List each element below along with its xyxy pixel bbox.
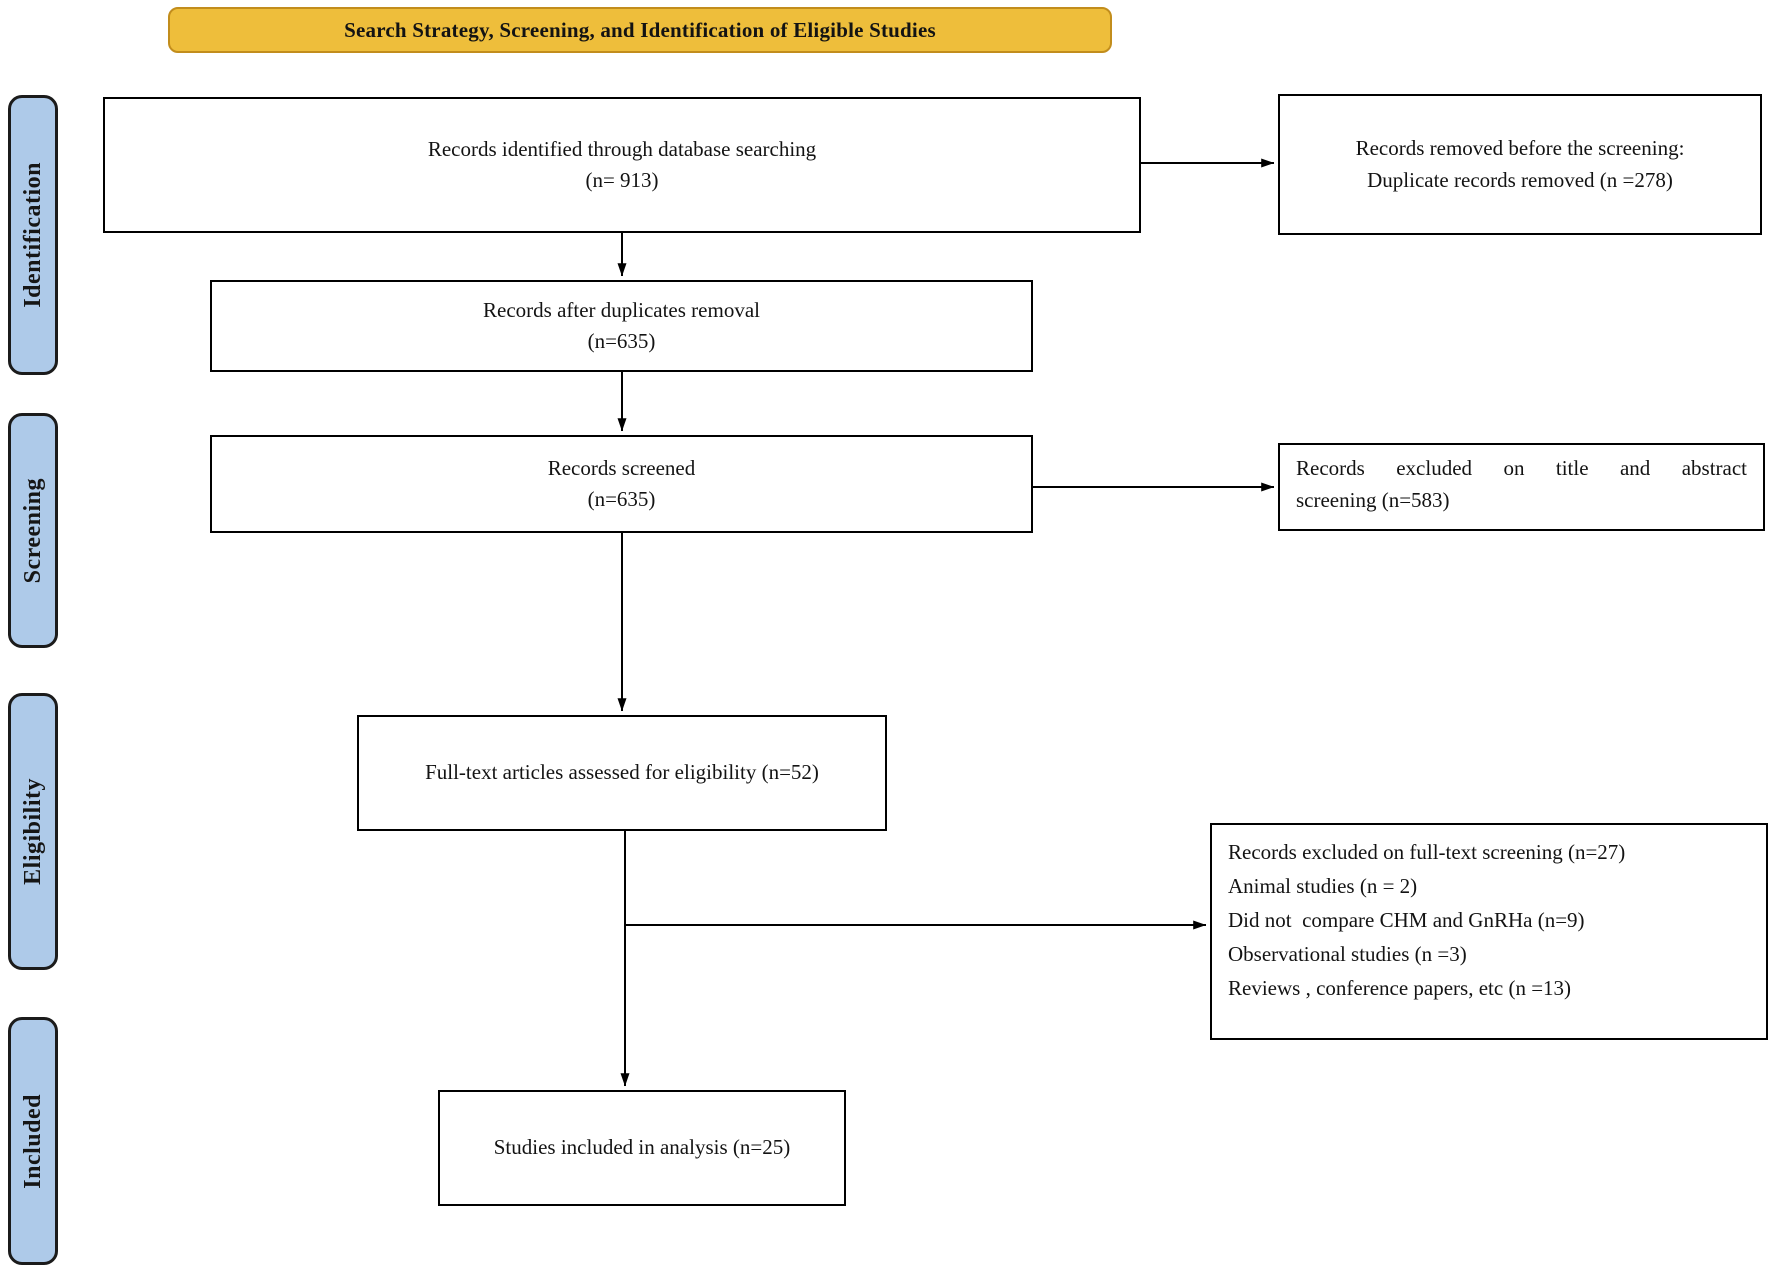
stage-label-eligibility: Eligibility — [8, 693, 58, 970]
box-text-line: Records screened — [547, 455, 696, 480]
box-text-line: Did not compare CHM and GnRHa (n=9) — [1228, 908, 1585, 933]
stage-label-text: Eligibility — [19, 778, 46, 885]
box-excluded-fulltext: Records excluded on full-text screening … — [1210, 823, 1768, 1040]
box-fulltext-assessed: Full-text articles assessed for eligibil… — [357, 715, 887, 831]
box-studies-included: Studies included in analysis (n=25) — [438, 1090, 846, 1206]
diagram-title: Search Strategy, Screening, and Identifi… — [344, 17, 936, 42]
stage-label-text: Identification — [19, 162, 46, 308]
box-text-line: (n=635) — [587, 487, 656, 511]
box-text-line: Records after duplicates removal — [483, 297, 760, 322]
box-text-line: Records removed before the screening: — [1355, 136, 1685, 160]
box-text-line: Studies included in analysis (n=25) — [493, 1135, 791, 1160]
box-records-after-duplicates: Records after duplicates removal (n=635) — [210, 280, 1033, 372]
stage-label-identification: Identification — [8, 95, 58, 375]
diagram-title-banner: Search Strategy, Screening, and Identifi… — [168, 7, 1112, 53]
box-text-line: Reviews , conference papers, etc (n =13) — [1228, 976, 1572, 1001]
box-text-line: Records excluded on full-text screening … — [1228, 840, 1626, 864]
box-text-line: Full-text articles assessed for eligibil… — [425, 760, 819, 785]
box-text-line: Records identified through database sear… — [427, 136, 817, 161]
box-records-removed-before-screening: Records removed before the screening: Du… — [1278, 94, 1762, 235]
box-records-identified: Records identified through database sear… — [103, 97, 1141, 233]
box-text-line: Observational studies (n =3) — [1228, 942, 1467, 967]
box-text-line: (n= 913) — [585, 168, 659, 192]
box-text-line: screening (n=583) — [1296, 487, 1450, 512]
box-text-line: (n=635) — [587, 329, 656, 353]
stage-label-text: Screening — [19, 477, 46, 584]
box-records-screened: Records screened (n=635) — [210, 435, 1033, 533]
box-text-line: Records excluded on title and abstract — [1296, 456, 1747, 480]
stage-label-included: Included — [8, 1017, 58, 1265]
box-text-line: Animal studies (n = 2) — [1228, 874, 1418, 899]
stage-label-text: Included — [19, 1093, 46, 1189]
box-text-line: Duplicate records removed (n =278) — [1367, 167, 1673, 192]
box-excluded-title-abstract: Records excluded on title and abstract s… — [1278, 443, 1765, 531]
stage-label-screening: Screening — [8, 413, 58, 648]
